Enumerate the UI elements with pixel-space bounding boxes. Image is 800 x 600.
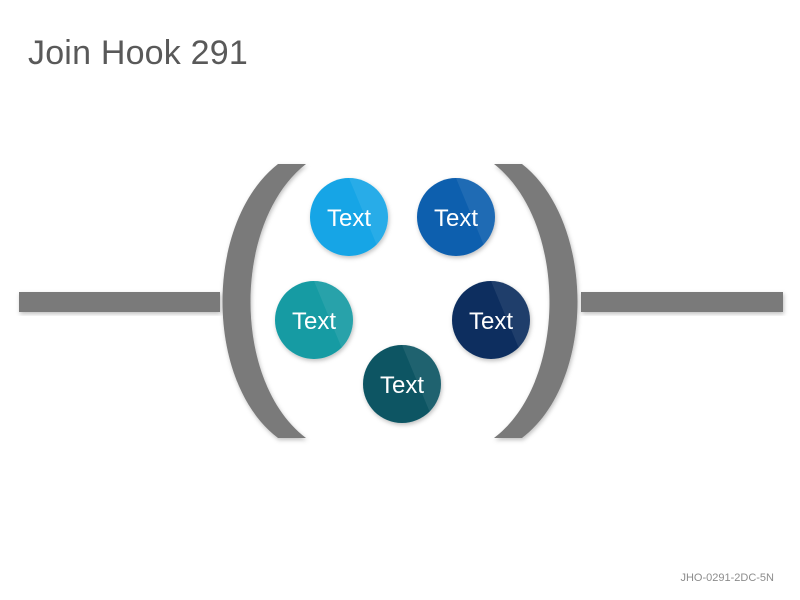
left-hook-bracket bbox=[222, 164, 306, 438]
left-connector-bar bbox=[19, 292, 220, 312]
node-circle bbox=[417, 178, 495, 256]
node-label: Text bbox=[327, 205, 371, 232]
node-sheen bbox=[456, 177, 496, 245]
node-label: Text bbox=[434, 205, 478, 232]
node-label: Text bbox=[469, 308, 513, 335]
node-sheen bbox=[314, 280, 354, 348]
node-sheen bbox=[491, 280, 531, 348]
node-circle bbox=[452, 281, 530, 359]
footer-code: JHO-0291-2DC-5N bbox=[680, 572, 774, 584]
node-circle bbox=[275, 281, 353, 359]
text-node-5[interactable]: Text bbox=[363, 345, 442, 423]
node-sheen bbox=[349, 177, 389, 245]
node-circle bbox=[310, 178, 388, 256]
text-node-1[interactable]: Text bbox=[310, 177, 389, 256]
right-connector-bar bbox=[581, 292, 783, 312]
right-hook-bracket bbox=[494, 164, 578, 438]
page-title: Join Hook 291 bbox=[28, 34, 248, 72]
node-label: Text bbox=[380, 372, 424, 399]
text-node-2[interactable]: Text bbox=[417, 177, 496, 256]
node-sheen bbox=[402, 345, 442, 412]
node-circle bbox=[363, 345, 441, 423]
text-node-4[interactable]: Text bbox=[452, 280, 531, 359]
text-node-3[interactable]: Text bbox=[275, 280, 354, 359]
node-label: Text bbox=[292, 308, 336, 335]
